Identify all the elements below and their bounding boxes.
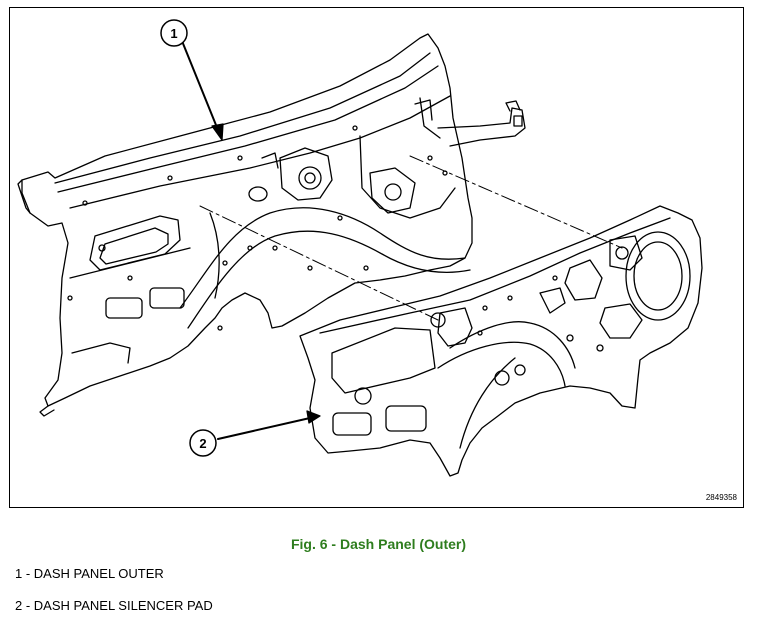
figure-caption: Fig. 6 - Dash Panel (Outer) [290, 536, 467, 552]
illustration-frame: 1 2 2849358 [9, 7, 744, 508]
dash-panel-silencer-pad-drawing [299, 205, 703, 477]
dash-panel-illustration: 1 2 [17, 19, 703, 477]
callout-2: 2 [189, 429, 217, 457]
callout-1-label: 1 [170, 26, 177, 41]
alignment-lines [199, 155, 623, 321]
legend-item-1: 1 - DASH PANEL OUTER [15, 566, 164, 581]
callout-1: 1 [160, 19, 188, 47]
dash-panel-outer-drawing [17, 33, 526, 417]
figure-id: 2849358 [705, 493, 737, 502]
callout-2-leader [217, 417, 311, 440]
callout-1-arrowhead [211, 123, 224, 141]
callout-2-label: 2 [199, 436, 206, 451]
callout-2-arrowhead [306, 410, 321, 424]
callout-1-leader [181, 40, 219, 131]
legend-item-2: 2 - DASH PANEL SILENCER PAD [15, 598, 213, 613]
